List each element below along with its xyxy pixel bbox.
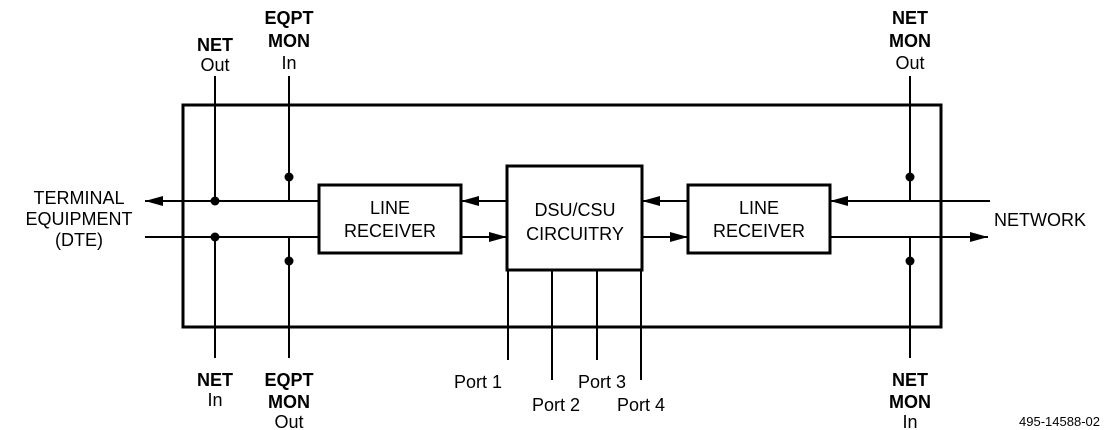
junction-dot <box>284 172 294 182</box>
line-receiver-left-label-2: RECEIVER <box>344 221 436 241</box>
dsu-csu-label-2: CIRCUITRY <box>526 224 624 244</box>
port-3-label: Port 3 <box>578 372 626 392</box>
junction-dot <box>905 172 915 182</box>
line-receiver-left-label-1: LINE <box>370 198 410 218</box>
eqpt-mon-in-sub: In <box>281 53 296 73</box>
eqpt-mon-out-title-1: EQPT <box>264 370 313 390</box>
unit-enclosure <box>181 103 943 329</box>
eqpt-mon-in-title-1: EQPT <box>264 8 313 28</box>
line-receiver-right-label-1: LINE <box>739 198 779 218</box>
net-in-sub: In <box>207 390 222 410</box>
net-mon-in-title-1: NET <box>892 370 928 390</box>
net-out-title: NET <box>197 35 233 55</box>
port-1-label: Port 1 <box>454 372 502 392</box>
dsu-csu-box <box>505 164 644 272</box>
terminal-label-3: (DTE) <box>55 230 103 250</box>
net-mon-in-title-2: MON <box>889 392 931 412</box>
line-receiver-right-label-2: RECEIVER <box>713 221 805 241</box>
net-mon-out-sub: Out <box>895 53 924 73</box>
eqpt-mon-out-title-2: MON <box>268 392 310 412</box>
line-receiver-right-box <box>686 183 832 255</box>
terminal-label-2: EQUIPMENT <box>25 209 132 229</box>
line-receiver-left-box <box>317 183 463 255</box>
junction-dot <box>284 256 294 266</box>
eqpt-mon-out-sub: Out <box>274 412 303 430</box>
net-mon-out-title-2: MON <box>889 31 931 51</box>
dsu-csu-label-1: DSU/CSU <box>534 200 615 220</box>
eqpt-mon-in-title-2: MON <box>268 31 310 51</box>
net-in-title: NET <box>197 370 233 390</box>
net-mon-out-title-1: NET <box>892 8 928 28</box>
junction-dot <box>905 256 915 266</box>
net-out-sub: Out <box>200 55 229 75</box>
network-label: NETWORK <box>994 210 1086 230</box>
figure-number: 495-14588-02 <box>1019 414 1100 429</box>
port-4-label: Port 4 <box>617 395 665 415</box>
net-mon-in-sub: In <box>902 412 917 430</box>
terminal-label-1: TERMINAL <box>33 188 124 208</box>
port-2-label: Port 2 <box>532 395 580 415</box>
